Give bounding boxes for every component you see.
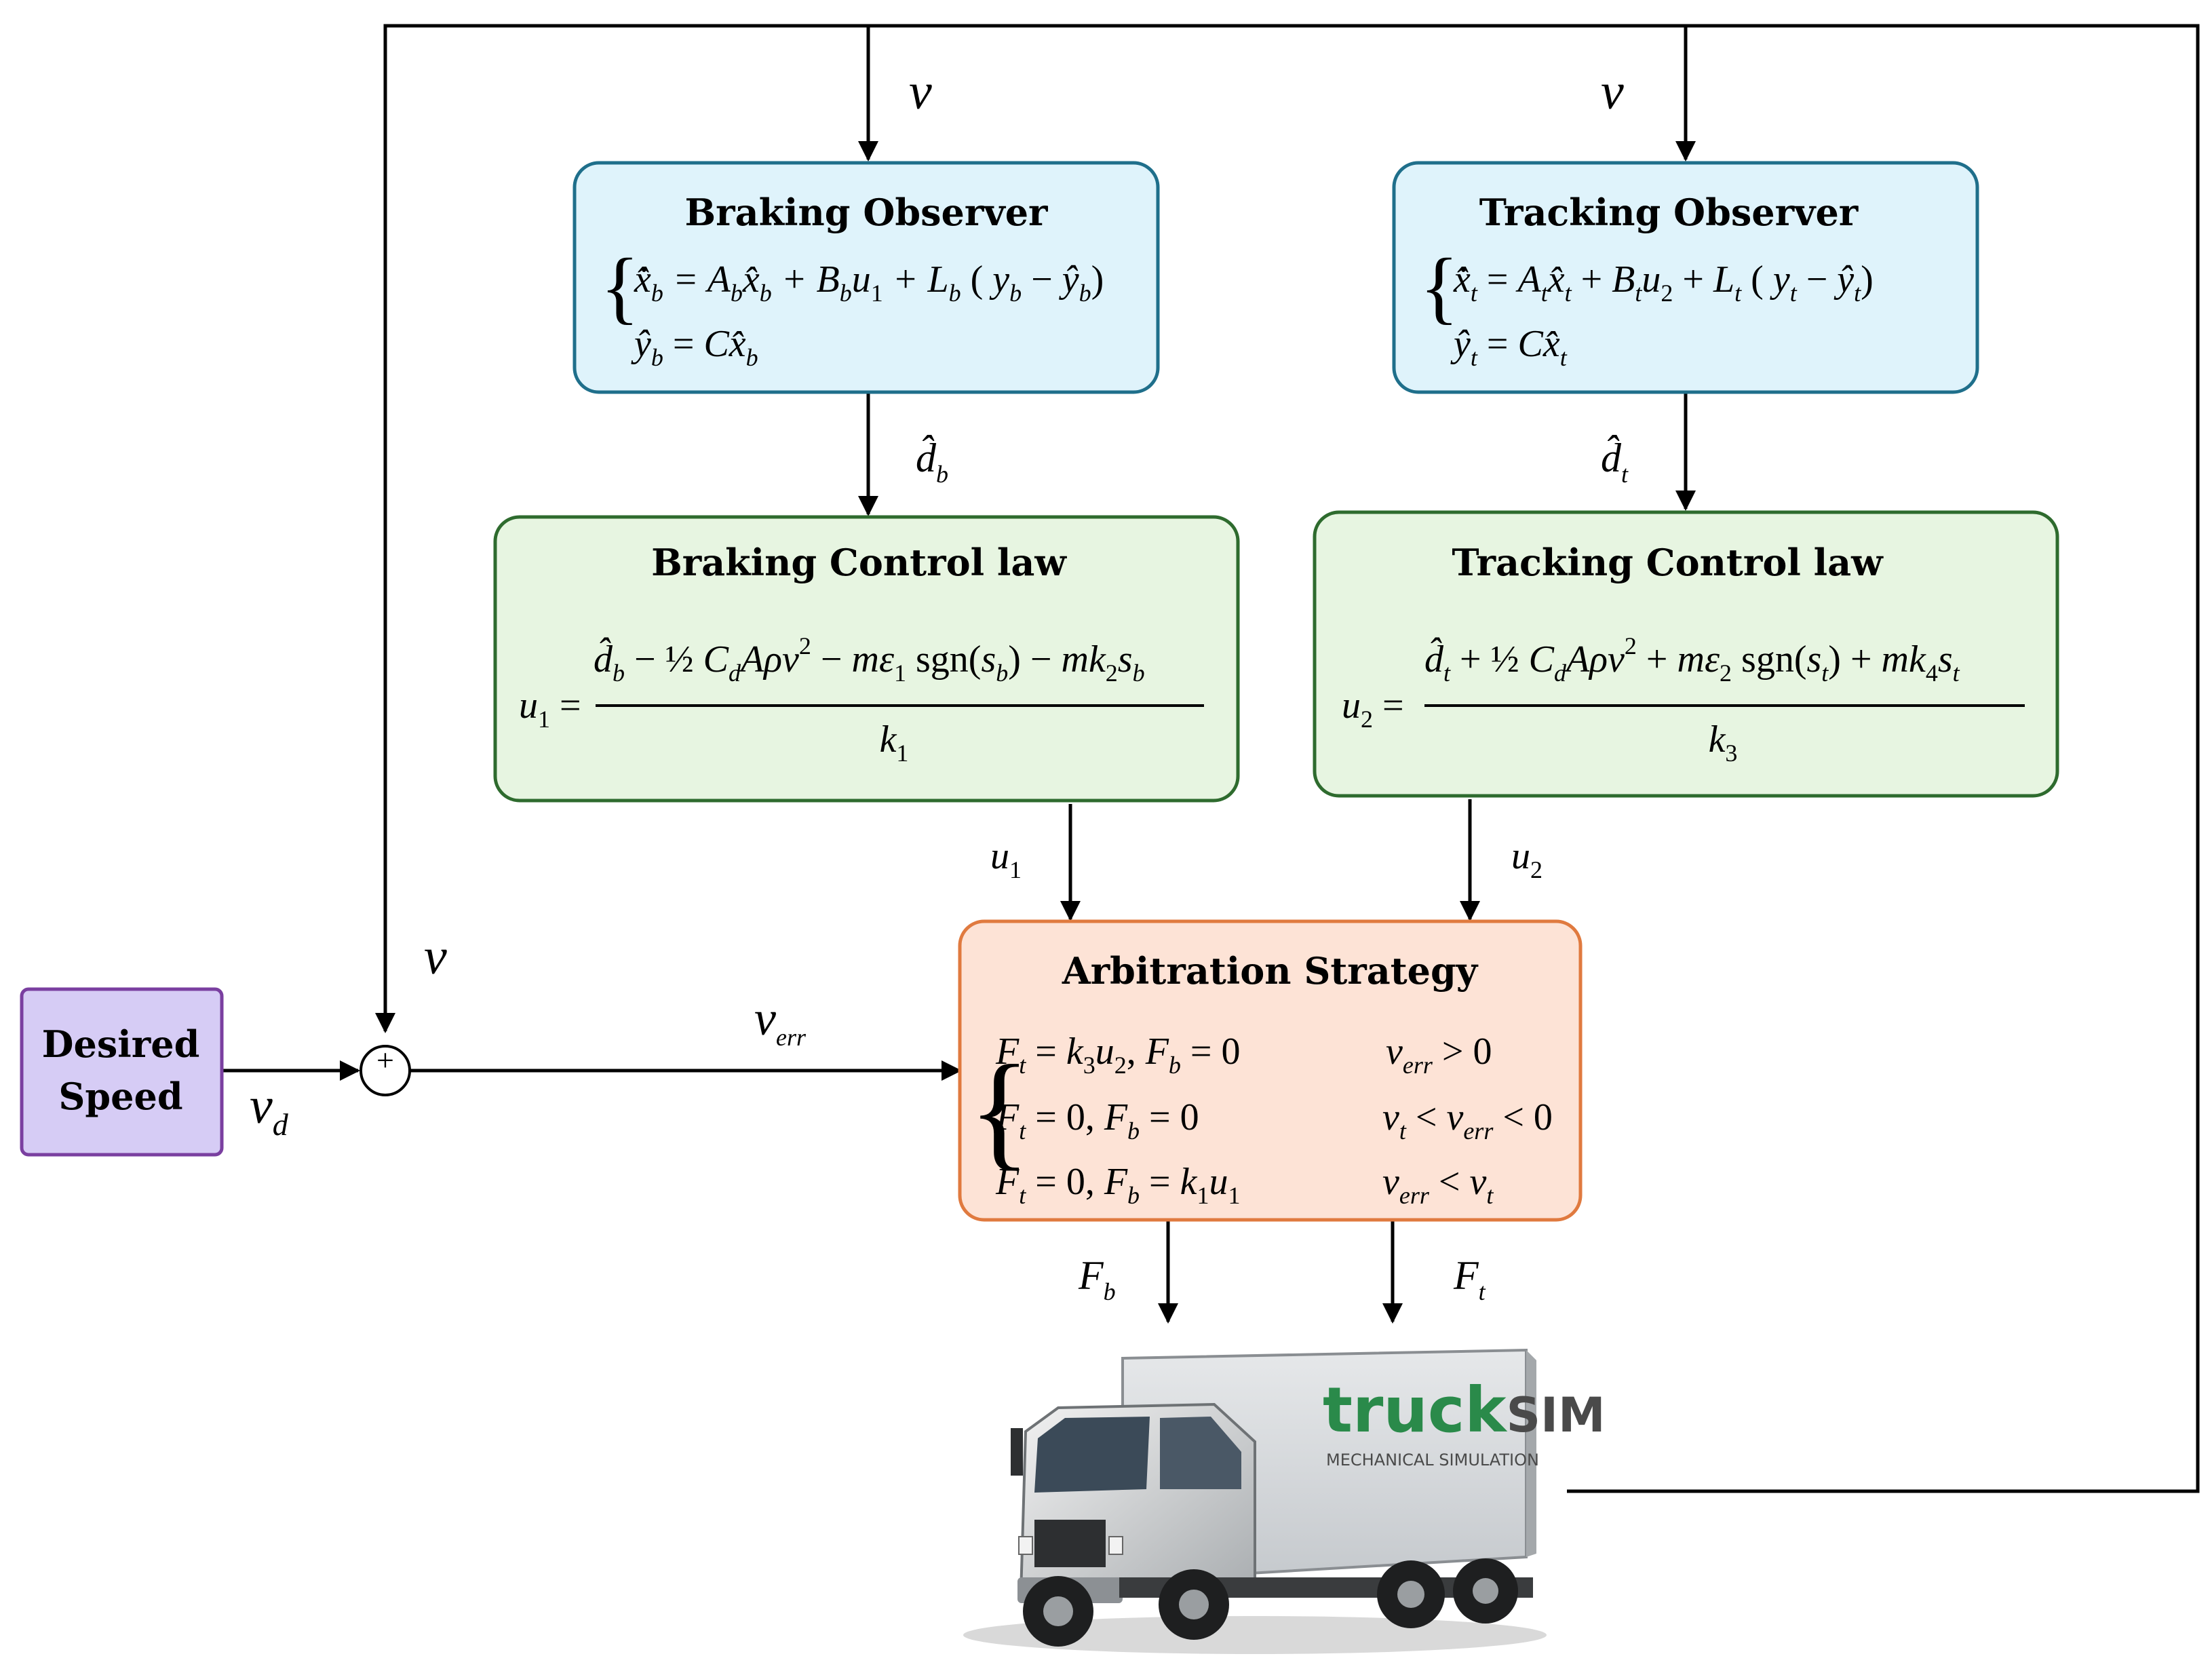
truck-side-window <box>1160 1417 1241 1489</box>
desired-speed-line2: Speed <box>58 1075 182 1118</box>
wheel-hub <box>1043 1596 1073 1626</box>
tracking-observer-eq1: x̂̇t = Atx̂t + Btu2 + Lt ( yt − ŷt) <box>1453 258 1874 307</box>
signal-labels: v v v d̂b d̂t u1 u2 verr vd Fb Ft <box>250 63 1629 1305</box>
desired-speed-box <box>20 987 224 1157</box>
tracking-observer-box <box>1392 161 1979 394</box>
ft-label: Ft <box>1453 1253 1486 1305</box>
arbitration-case1-condition: verr > 0 <box>1386 1031 1492 1079</box>
arbitration-case2-action: Ft = 0, Fb = 0 <box>995 1096 1199 1145</box>
arbitration-strategy-box <box>958 919 1583 1222</box>
dhat-t-label: d̂t <box>1601 436 1629 488</box>
u1-label: u1 <box>990 835 1022 883</box>
truck-windshield <box>1034 1417 1150 1493</box>
tracking-observer-title: Tracking Observer <box>1479 191 1859 234</box>
u2-label: u2 <box>1511 835 1542 883</box>
braking-control-law-title: Braking Control law <box>651 541 1067 584</box>
v-label-left: v <box>909 63 932 120</box>
trucksim-logo-text: truckSIM <box>1323 1374 1606 1446</box>
verr-label: verr <box>754 991 807 1051</box>
braking-control-denominator: k1 <box>880 718 909 767</box>
braking-observer-title: Braking Observer <box>684 191 1048 234</box>
wheel-hub <box>1473 1578 1498 1604</box>
braking-observer-block: Braking Observer { x̂̇b = Abx̂b + Bbu1 +… <box>573 161 1160 394</box>
wheel-hub <box>1179 1590 1209 1619</box>
v-label-feedback: v <box>424 928 447 985</box>
arbitration-strategy-block: Arbitration Strategy { Ft = k3u2, Fb = 0… <box>958 919 1583 1222</box>
braking-control-law-box <box>493 515 1240 803</box>
arbitration-case3-action: Ft = 0, Fb = k1u1 <box>995 1161 1241 1209</box>
tracking-control-denominator: k3 <box>1709 718 1738 767</box>
braking-observer-eq1: x̂̇b = Abx̂b + Bbu1 + Lb ( yb − ŷb) <box>634 258 1104 307</box>
braking-observer-eq2: ŷb = Cx̂b <box>631 323 758 371</box>
tracking-control-law-title: Tracking Control law <box>1452 541 1884 584</box>
arbitration-case3-condition: verr < vt <box>1382 1161 1494 1209</box>
desired-speed-block: Desired Speed <box>20 987 224 1157</box>
truck-headlight <box>1108 1536 1123 1555</box>
dhat-b-label: d̂b <box>916 436 948 488</box>
truck-grille <box>1034 1520 1106 1567</box>
arbitration-case2-condition: vt < verr < 0 <box>1382 1096 1553 1145</box>
braking-control-law-block: Braking Control law u1 = d̂b − ½ CdAρv2 … <box>493 515 1240 803</box>
braking-control-numerator: d̂b − ½ CdAρv2 − mε1 sgn(sb) − mk2sb <box>594 632 1145 687</box>
desired-speed-line1: Desired <box>42 1022 200 1066</box>
tracking-observer-eq2: ŷt = Cx̂t <box>1450 323 1568 371</box>
wheel-hub <box>1397 1581 1424 1608</box>
fb-label: Fb <box>1078 1253 1116 1305</box>
braking-control-lhs: u1 = <box>519 685 581 733</box>
truck-cargo-side <box>1526 1350 1536 1557</box>
v-label-right: v <box>1601 63 1624 120</box>
trucksim-logo-subtext: MECHANICAL SIMULATION <box>1326 1451 1539 1470</box>
feedback-line <box>375 24 2200 1493</box>
arbitration-case1-action: Ft = k3u2, Fb = 0 <box>995 1031 1241 1079</box>
truck-headlight <box>1018 1536 1033 1555</box>
brace: { <box>969 1039 1030 1182</box>
summing-junction: + <box>360 1043 411 1096</box>
vd-label: vd <box>250 1077 289 1142</box>
truck-mirror <box>1011 1428 1023 1476</box>
brace: { <box>600 242 640 332</box>
braking-observer-box <box>573 161 1160 394</box>
trucksim-vehicle: truckSIM MECHANICAL SIMULATION <box>963 1348 1606 1654</box>
connections <box>222 24 2200 1493</box>
tracking-control-law-box <box>1313 510 2059 798</box>
truck-wheels <box>1023 1558 1518 1647</box>
tracking-control-numerator: d̂t + ½ CdAρv2 + mε2 sgn(st) + mk4st <box>1424 632 1960 687</box>
brace: { <box>1420 242 1459 332</box>
sum-circle <box>360 1045 411 1096</box>
tracking-observer-block: Tracking Observer { x̂̇t = Atx̂t + Btu2 … <box>1392 161 1979 394</box>
tracking-control-law-block: Tracking Control law u2 = d̂t + ½ CdAρv2… <box>1313 510 2059 798</box>
sum-sign: + <box>376 1043 394 1077</box>
arbitration-strategy-title: Arbitration Strategy <box>1062 949 1479 993</box>
tracking-control-lhs: u2 = <box>1342 685 1404 733</box>
